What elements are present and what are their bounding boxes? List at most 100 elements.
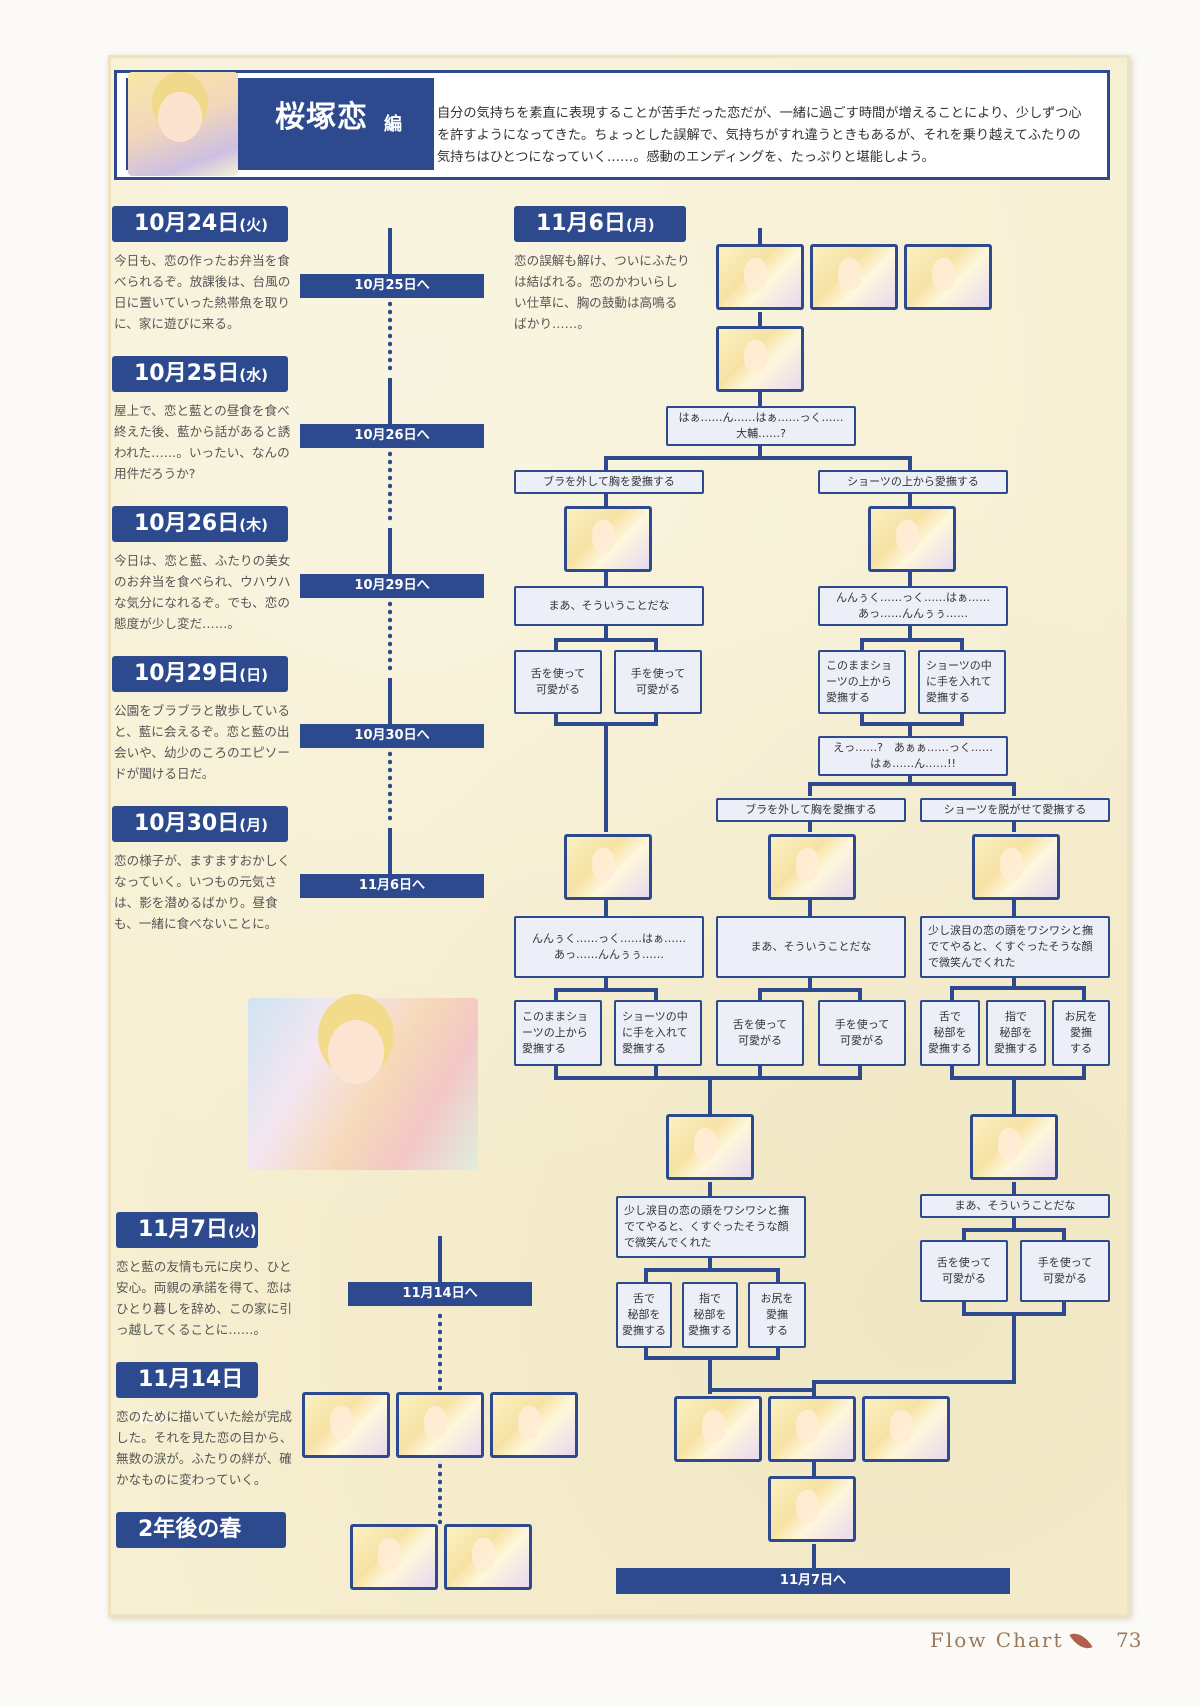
choice-box: ショーツの上から愛撫する (818, 470, 1008, 494)
flow-line (644, 1346, 648, 1360)
jump-nov6: 11月6日へ (300, 874, 484, 898)
choice-box: このままショーツの上から愛撫する (818, 650, 906, 714)
timeline-line (388, 528, 392, 580)
date-label-nov7: 11月7日(火) (116, 1212, 258, 1248)
timeline-dots (388, 600, 392, 672)
choice-box: 手を使って 可愛がる (1020, 1240, 1110, 1302)
flow-line (1012, 1076, 1016, 1116)
flow-line (808, 898, 812, 918)
choice-box: 舌を使って 可愛がる (920, 1240, 1008, 1302)
flow-line (654, 712, 658, 726)
day-of-week: (水) (239, 366, 268, 384)
flow-line (808, 782, 812, 796)
flow-line (708, 1356, 712, 1394)
flow-line (960, 638, 964, 652)
cg-thumbnail (444, 1524, 532, 1590)
flow-line (554, 988, 558, 1002)
flow-line (1012, 782, 1016, 796)
flow-line (1012, 1216, 1016, 1230)
flow-line (758, 988, 762, 1002)
choice-box: 手を使って 可愛がる (818, 1000, 906, 1066)
flow-line (858, 988, 862, 1002)
date-text: 10月29日 (134, 661, 240, 686)
flow-line (758, 1064, 762, 1078)
flow-line (708, 1256, 712, 1270)
day-of-week: (木) (239, 516, 268, 534)
date-label: 10月29日(日) (112, 656, 288, 692)
flow-line (644, 1356, 780, 1360)
date-description: 公園をブラブラと散歩していると、藍に会えるぞ。恋と藍の出会いや、幼少のころのエピ… (114, 703, 290, 781)
flow-line (860, 712, 864, 726)
timeline-dots (438, 1312, 442, 1392)
flow-line (808, 782, 1016, 786)
date-label: 10月26日(木) (112, 506, 288, 542)
flow-line (908, 626, 912, 640)
timeline-line (388, 678, 392, 730)
flow-line (1082, 1064, 1086, 1078)
dialogue-box: んんぅく……っく……はぁ…… あっ……んんぅぅ…… (818, 586, 1008, 626)
timeline-line (388, 378, 392, 430)
cg-thumbnail (810, 244, 898, 310)
character-portrait (128, 72, 238, 176)
flow-line (604, 898, 608, 918)
choice-box: 舌を使って 可愛がる (716, 1000, 804, 1066)
timeline-line (388, 228, 392, 282)
flow-line (644, 1268, 780, 1272)
flow-line (812, 1462, 816, 1476)
flow-line (654, 1064, 658, 1078)
flow-line (950, 986, 954, 1002)
flow-line (1062, 1228, 1066, 1242)
flow-line (554, 1064, 558, 1078)
dialogue-box: えっ……? あぁぁ……っく…… はぁ……ん……!! (818, 736, 1008, 776)
flow-line (908, 456, 912, 470)
leaf-icon (1069, 1627, 1093, 1655)
flow-line (962, 1228, 966, 1242)
cg-thumbnail (666, 1114, 754, 1180)
dialogue-box: まあ、そういうことだな (514, 586, 704, 626)
timeline-dots (438, 1462, 442, 1524)
timeline-dots (388, 450, 392, 522)
date-label: 10月24日(火) (112, 206, 288, 242)
choice-box: 舌を使って 可愛がる (514, 650, 602, 714)
dialogue-box: 少し涙目の恋の頭をワシワシと撫でてやると、くすぐったそうな顔で微笑んでくれた (920, 916, 1110, 978)
flow-line (708, 1380, 712, 1392)
flow-line (776, 1268, 780, 1282)
flow-line (962, 1300, 966, 1314)
character-illustration (248, 998, 478, 1170)
date-description: 屋上で、恋と藍との昼食を食べ終えた後、藍から話があると誘われた……。いったい、な… (114, 403, 291, 481)
cg-thumbnail (350, 1524, 438, 1590)
spring-label: 2年後の春 (116, 1512, 286, 1548)
flow-line (758, 312, 762, 326)
choice-box: 指で 秘部を 愛撫する (986, 1000, 1046, 1066)
cg-thumbnail (768, 1476, 856, 1542)
cg-thumbnail (868, 506, 956, 572)
date-label: 10月25日(水) (112, 356, 288, 392)
flow-line (1062, 1300, 1066, 1314)
flow-line (708, 1388, 816, 1392)
flow-line (860, 638, 964, 642)
flow-line (808, 976, 812, 990)
cg-thumbnail (302, 1392, 390, 1458)
jump-nov7: 11月7日へ (616, 1568, 1010, 1594)
flow-line (604, 456, 912, 460)
flow-line (812, 1544, 816, 1574)
cg-thumbnail (674, 1396, 762, 1462)
cg-thumbnail (716, 326, 804, 392)
choice-box: ブラを外して胸を愛撫する (716, 798, 906, 822)
choice-box: お尻を 愛撫 する (748, 1282, 806, 1348)
flow-line (604, 722, 608, 832)
date-desc-nov7: 恋と藍の友情も元に戻り、ひと安心。両親の承諾を得て、恋はひとり暮しを辞め、この家… (116, 1259, 292, 1337)
date-text: 10月25日 (134, 361, 240, 386)
cg-thumbnail (862, 1396, 950, 1462)
choice-box: 手を使って 可愛がる (614, 650, 702, 714)
dialogue-box: んんぅく……っく……はぁ…… あっ……んんぅぅ…… (514, 916, 704, 978)
jump-oct25: 10月25日へ (300, 274, 484, 298)
flow-line (960, 712, 964, 726)
flow-line (1082, 986, 1086, 1002)
flow-line (758, 444, 762, 456)
flow-line (554, 638, 558, 652)
flow-line (604, 456, 608, 470)
timeline-dots (388, 300, 392, 372)
flow-line (858, 1064, 862, 1078)
jump-oct26: 10月26日へ (300, 424, 484, 448)
